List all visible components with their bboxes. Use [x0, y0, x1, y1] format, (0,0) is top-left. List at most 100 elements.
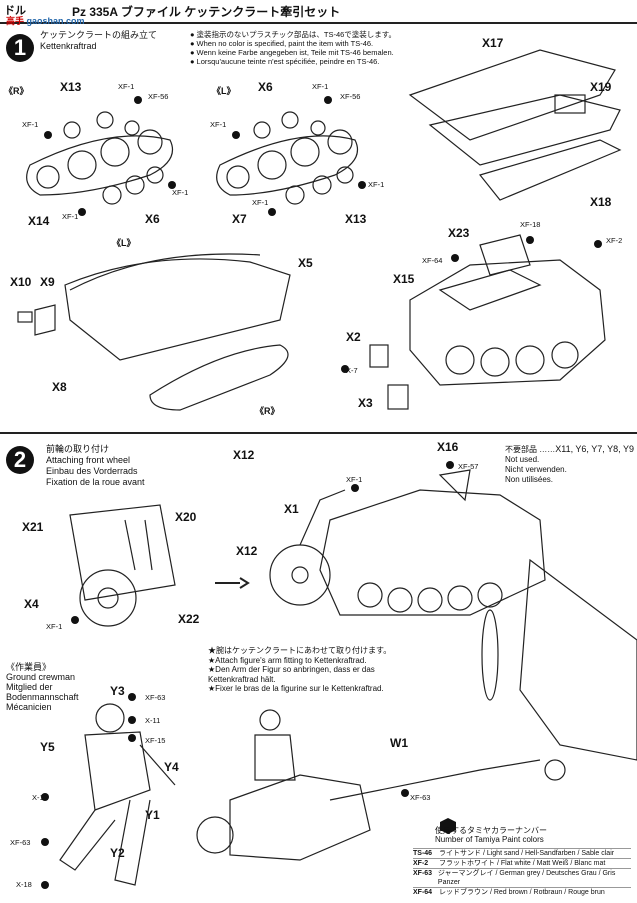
unused-de: Nicht verwenden. — [505, 465, 567, 474]
step2-title: 前輪の取り付け Attaching front wheel Einbau des… — [46, 444, 145, 488]
label-Y5: Y5 — [40, 740, 55, 754]
note-fr: Lorsqu'aucune teinte n'est spécifiée, pe… — [190, 57, 430, 66]
legend-text: ライトサンド / Light sand / Hell-Sandfarben / … — [439, 850, 615, 857]
legend-row: XF-63 ジャーマングレイ / German grey / Deutsches … — [413, 868, 631, 887]
legend-row: TS-46 ライトサンド / Light sand / Hell-Sandfarb… — [413, 848, 631, 858]
figure-note-en: ★Attach figure's arm fitting to Kettenkr… — [208, 655, 367, 665]
label-X6a: X6 — [258, 80, 273, 94]
label-X1: X1 — [284, 502, 299, 516]
legend-code: XF-63 — [413, 870, 433, 877]
legend-row: XF-2 フラットホワイト / Flat white / Matt Weiß / … — [413, 858, 631, 868]
paint-x11-b: X-11 — [32, 793, 48, 802]
legend-code: XF-64 — [413, 889, 433, 896]
note-de: Wenn keine Farbe angegeben ist, Teile mi… — [190, 48, 430, 57]
paint-xf1-e: XF-1 — [312, 82, 329, 91]
label-X5: X5 — [298, 256, 313, 270]
label-X8: X8 — [52, 380, 67, 394]
paint-x7: X-7 — [346, 366, 358, 375]
crew-caption: 《作業員》 Ground crewman Mitglied der Bodenm… — [6, 662, 88, 712]
legend-text: ジャーマングレイ / German grey / Deutsches Grau … — [437, 870, 616, 886]
crew-en: Ground crewman — [6, 672, 76, 682]
label-L: 《L》 — [212, 86, 236, 96]
aircraft-outline — [481, 558, 637, 781]
unused-fr: Non utilisées. — [505, 475, 554, 484]
label-X18: X18 — [590, 195, 612, 209]
paint-xf1-a: XF-1 — [118, 82, 135, 91]
unused-en: Not used. — [505, 455, 540, 464]
legend-code: TS-46 — [413, 850, 433, 857]
legend-text: フラットホワイト / Flat white / Matt Weiß / Blan… — [439, 860, 606, 867]
label-X12b: X12 — [236, 544, 258, 558]
legend-code: XF-2 — [413, 860, 429, 867]
unused-parts: X11, Y6, Y7, Y8, Y9 — [555, 444, 634, 454]
label-R: 《R》 — [4, 86, 29, 96]
label-X12a: X12 — [233, 448, 255, 462]
kettenkrad-with-wheel — [269, 469, 546, 616]
step2-title-jp: 前輪の取り付け — [46, 444, 110, 454]
label-X7: X7 — [232, 212, 247, 226]
paint-xf63-c: XF-63 — [410, 793, 431, 802]
note-en: When no color is specified, paint the it… — [190, 39, 430, 48]
paint-x18: XF-18 — [520, 220, 541, 229]
paint-xf15: XF-15 — [145, 736, 166, 745]
step2-title-de: Einbau des Vorderrads — [46, 466, 138, 476]
paint-markers — [41, 96, 602, 889]
track-assembly-left — [216, 111, 359, 205]
label-X3: X3 — [358, 396, 373, 410]
paint-xf64: XF-64 — [422, 256, 443, 265]
figure-note-jp: ★腕はケッテンクラートにあわせて取り付けます。 — [208, 646, 392, 655]
watermark-b: gaoshan.com — [26, 16, 85, 26]
label-X13b: X13 — [345, 212, 367, 226]
header-corner-text: ドル — [4, 5, 26, 17]
crew-fr: Mécanicien — [6, 702, 52, 712]
section-divider — [0, 432, 637, 434]
figure-note-de: ★Den Arm der Figur so anbringen, dass er… — [208, 665, 375, 684]
kettenkrad-assembled — [369, 234, 606, 410]
label-L2: 《L》 — [112, 238, 136, 248]
track-assembly-right — [26, 111, 174, 205]
label-X23: X23 — [448, 226, 470, 240]
label-X9: X9 — [40, 275, 55, 289]
label-Y2: Y2 — [110, 846, 125, 860]
figure-notes: ★腕はケッテンクラートにあわせて取り付けます。 ★Attach figure's… — [208, 646, 418, 694]
note-jp: 塗装指示のないプラスチック部品は、TS-46で塗装します。 — [190, 30, 430, 39]
paint-xf2: XF-2 — [606, 236, 623, 245]
step1-title: ケッテンクラートの組み立て Kettenkraftrad — [40, 30, 157, 52]
label-Y1: Y1 — [145, 808, 160, 822]
page-title: Pz 335A ブファイル ケッテンクラート牽引セット — [72, 5, 341, 19]
label-X17: X17 — [482, 36, 504, 50]
paint-xf1-f: XF-1 — [210, 120, 227, 129]
label-X4: X4 — [24, 597, 39, 611]
step2-title-en: Attaching front wheel — [46, 455, 131, 465]
tow-bar — [329, 759, 541, 801]
label-X15: X15 — [393, 272, 415, 286]
crew-jp: 《作業員》 — [6, 662, 52, 672]
unused-parts-box: 不要部品 ……X11, Y6, Y7, Y8, Y9 Not used. Nic… — [505, 444, 634, 484]
step1-number: 1 — [6, 34, 34, 62]
paint-xf57: XF-57 — [458, 462, 479, 471]
arrow-right — [215, 577, 250, 589]
label-Y3: Y3 — [110, 684, 125, 698]
paint-xf1-s2b: XF-1 — [46, 622, 63, 631]
front-wheel-assembly — [69, 504, 176, 627]
paint-x11-a: X-11 — [145, 716, 161, 725]
hull-parts-exploded — [408, 49, 622, 201]
chassis-assembly — [17, 253, 291, 411]
figure-note-fr: ★Fixer le bras de la figurine sur le Ket… — [208, 684, 384, 693]
step1-notes: 塗装指示のないプラスチック部品は、TS-46で塗装します。 When no co… — [190, 30, 430, 66]
paint-legend: 使用するタミヤカラーナンバー Number of Tamiya Paint co… — [413, 826, 631, 897]
step1-title-de: Kettenkraftrad — [40, 41, 97, 51]
header-bar: ドル Pz 335A ブファイル ケッテンクラート牽引セット — [0, 0, 637, 24]
paint-x18-crew: X-18 — [16, 880, 32, 889]
paint-xf1-s2a: XF-1 — [346, 475, 363, 484]
watermark-a: 高手 — [6, 16, 25, 26]
label-X20: X20 — [175, 510, 197, 524]
unused-jp: 不要部品 — [505, 445, 537, 454]
step1-title-jp: ケッテンクラートの組み立て — [40, 30, 158, 40]
paint-xf1-c: XF-1 — [172, 188, 189, 197]
label-X6b: X6 — [145, 212, 160, 226]
step2-number: 2 — [6, 446, 34, 474]
paint-xf63-b: XF-63 — [10, 838, 31, 847]
paint-xf56-a: XF-56 — [148, 92, 169, 101]
